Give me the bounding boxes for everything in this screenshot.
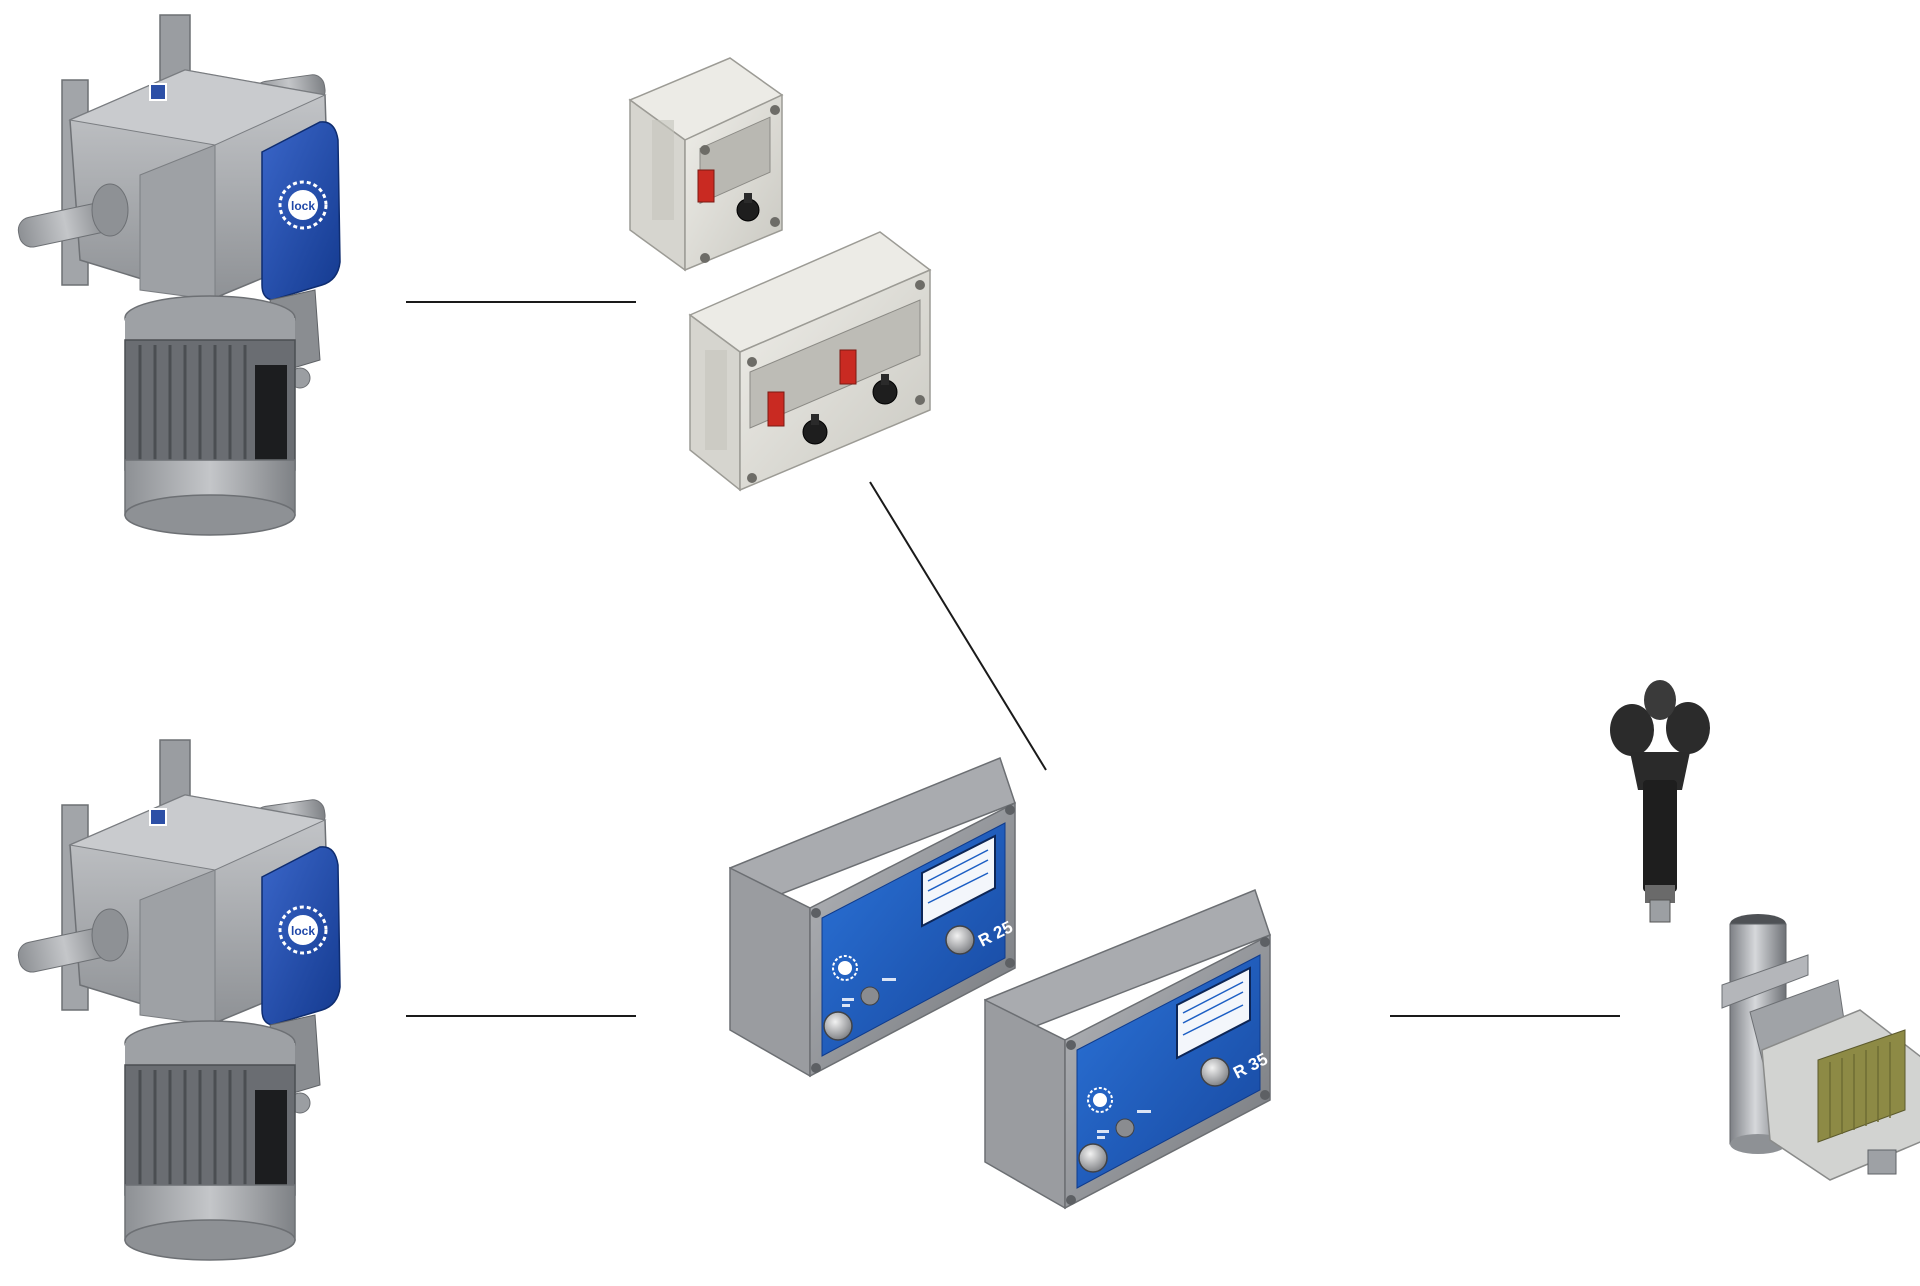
switch-box-small: [628, 57, 784, 272]
geared-motor-bottom: [14, 738, 342, 1262]
control-unit-r25: [729, 757, 1016, 1077]
geared-motor-top: [14, 13, 342, 537]
wind-sensor: [1610, 680, 1710, 923]
switch-box-large: [688, 231, 932, 492]
rain-sensor: [1721, 914, 1920, 1181]
connector-switch-boxes-to-controllers: [869, 481, 1047, 771]
control-unit-r35: [984, 889, 1271, 1209]
